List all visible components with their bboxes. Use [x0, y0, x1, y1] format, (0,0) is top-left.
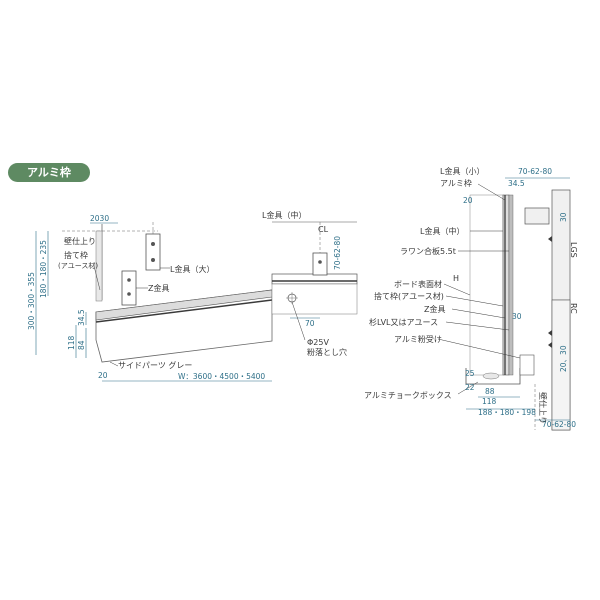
- board-area: [469, 194, 504, 376]
- rc-wall: [551, 299, 571, 431]
- l-bracket-mid-label: L金具（中）: [262, 210, 306, 220]
- dim-300-300-355: 300・300・355: [27, 272, 36, 330]
- dim-88: 88: [485, 387, 495, 396]
- dim-118: 118: [67, 335, 76, 350]
- z-bracket-label-right: Z金具: [424, 304, 445, 314]
- anchor-icon: [548, 330, 552, 336]
- sute-label-right: 捨て枠(アユース材): [374, 291, 444, 301]
- dim-width: W：3600・4500・5400: [178, 372, 265, 381]
- anchor-icon: [548, 342, 552, 348]
- wall-finish-label-right: 壁仕上り: [538, 392, 548, 424]
- rc-label: RC: [569, 303, 578, 314]
- dim-22: 22: [465, 383, 475, 392]
- leader-line: [451, 308, 506, 319]
- leader-line: [445, 321, 510, 331]
- cl-label: CL: [318, 225, 329, 234]
- dim-30-right: 30: [559, 212, 568, 222]
- z-bracket-label: Z金具: [148, 283, 169, 293]
- bolt-icon: [127, 278, 131, 282]
- dim-70-62-80-top: 70-62-80: [518, 167, 552, 176]
- lvl-label: 杉LVL又はアユース: [369, 317, 438, 327]
- dim-70-62-80: 70-62-80: [333, 236, 342, 270]
- right-view: L金具（小） アルミ枠 70-62-80 34.5 20 30 L金具（中） ラ…: [364, 166, 578, 431]
- top-rail: [271, 273, 358, 285]
- l-bracket-small-label: L金具（小）: [440, 166, 484, 176]
- l-bracket-mid: [312, 252, 328, 276]
- hole-label: Φ25V: [307, 338, 329, 347]
- leader-line: [477, 183, 506, 201]
- leader-line: [93, 265, 101, 291]
- chalk-tray-icon: [482, 372, 500, 380]
- ceiling-block: [524, 207, 550, 225]
- frame-rail: [95, 299, 273, 323]
- bolt-icon: [151, 258, 155, 262]
- hole-sub-label: 粉落とし穴: [307, 347, 347, 357]
- rail-body: [271, 283, 358, 315]
- frame-label: アルミ枠: [440, 178, 472, 188]
- dim-70-62-80-bottom: 70-62-80: [542, 420, 576, 429]
- leader-line: [109, 361, 119, 367]
- leader-line: [443, 283, 471, 296]
- wall-stud: [95, 230, 103, 302]
- chalk-receiver-label: アルミ粉受け: [394, 334, 442, 344]
- lauan-label: ラワン合板5.5t: [400, 246, 456, 256]
- h-label: H: [453, 274, 459, 283]
- dim-2030: 2030: [90, 214, 109, 223]
- l-bracket-mid-label-right: L金具（中）: [420, 226, 464, 236]
- leader-line: [291, 301, 306, 341]
- z-bracket: [121, 270, 137, 306]
- dim-118-right: 118: [482, 397, 497, 406]
- leader-line: [437, 338, 521, 359]
- chalk-receiver: [519, 354, 535, 376]
- dim-84: 84: [77, 340, 86, 350]
- dim-30-b: 30: [512, 312, 522, 321]
- plywood-layer: [508, 194, 514, 376]
- leader-line: [445, 295, 504, 307]
- l-bracket-large-label: L金具（大）: [170, 264, 214, 274]
- dim-180-180-235: 180・180・235: [39, 240, 48, 298]
- section-badge: アルミ枠: [8, 163, 90, 182]
- lgs-label: LGS: [569, 242, 578, 258]
- sute-label: 捨て枠: [64, 250, 88, 260]
- dim-188-180-198: 188・180・198: [478, 408, 536, 417]
- dim-20-30: 20、30: [559, 345, 568, 372]
- anchor-icon: [548, 236, 552, 242]
- dim-20: 20: [98, 371, 108, 380]
- bolt-icon: [127, 292, 131, 296]
- l-bracket-large: [145, 233, 161, 271]
- dim-25: 25: [465, 369, 475, 378]
- sute-sub-label: (アユース材): [58, 261, 98, 270]
- board-label: ボード表面材: [394, 279, 442, 289]
- dim-34-5: 34.5: [77, 309, 86, 326]
- dim-20-right: 20: [463, 196, 473, 205]
- side-parts-label: サイドパーツ グレー: [118, 360, 192, 370]
- bolt-icon: [318, 260, 322, 264]
- dim-34-5-right: 34.5: [508, 179, 525, 188]
- chalk-box: [465, 368, 521, 385]
- wall-finish-label: 壁仕上り: [64, 236, 96, 246]
- bolt-icon: [151, 242, 155, 246]
- aluminum-frame-vertical: [502, 194, 510, 376]
- dim-70: 70: [305, 319, 315, 328]
- chalk-box-label: アルミチョークボックス: [364, 391, 452, 400]
- leader-line: [457, 381, 479, 395]
- left-view: 2030 壁仕上り 180・180・235 300・300・355 34.5 1…: [27, 210, 358, 382]
